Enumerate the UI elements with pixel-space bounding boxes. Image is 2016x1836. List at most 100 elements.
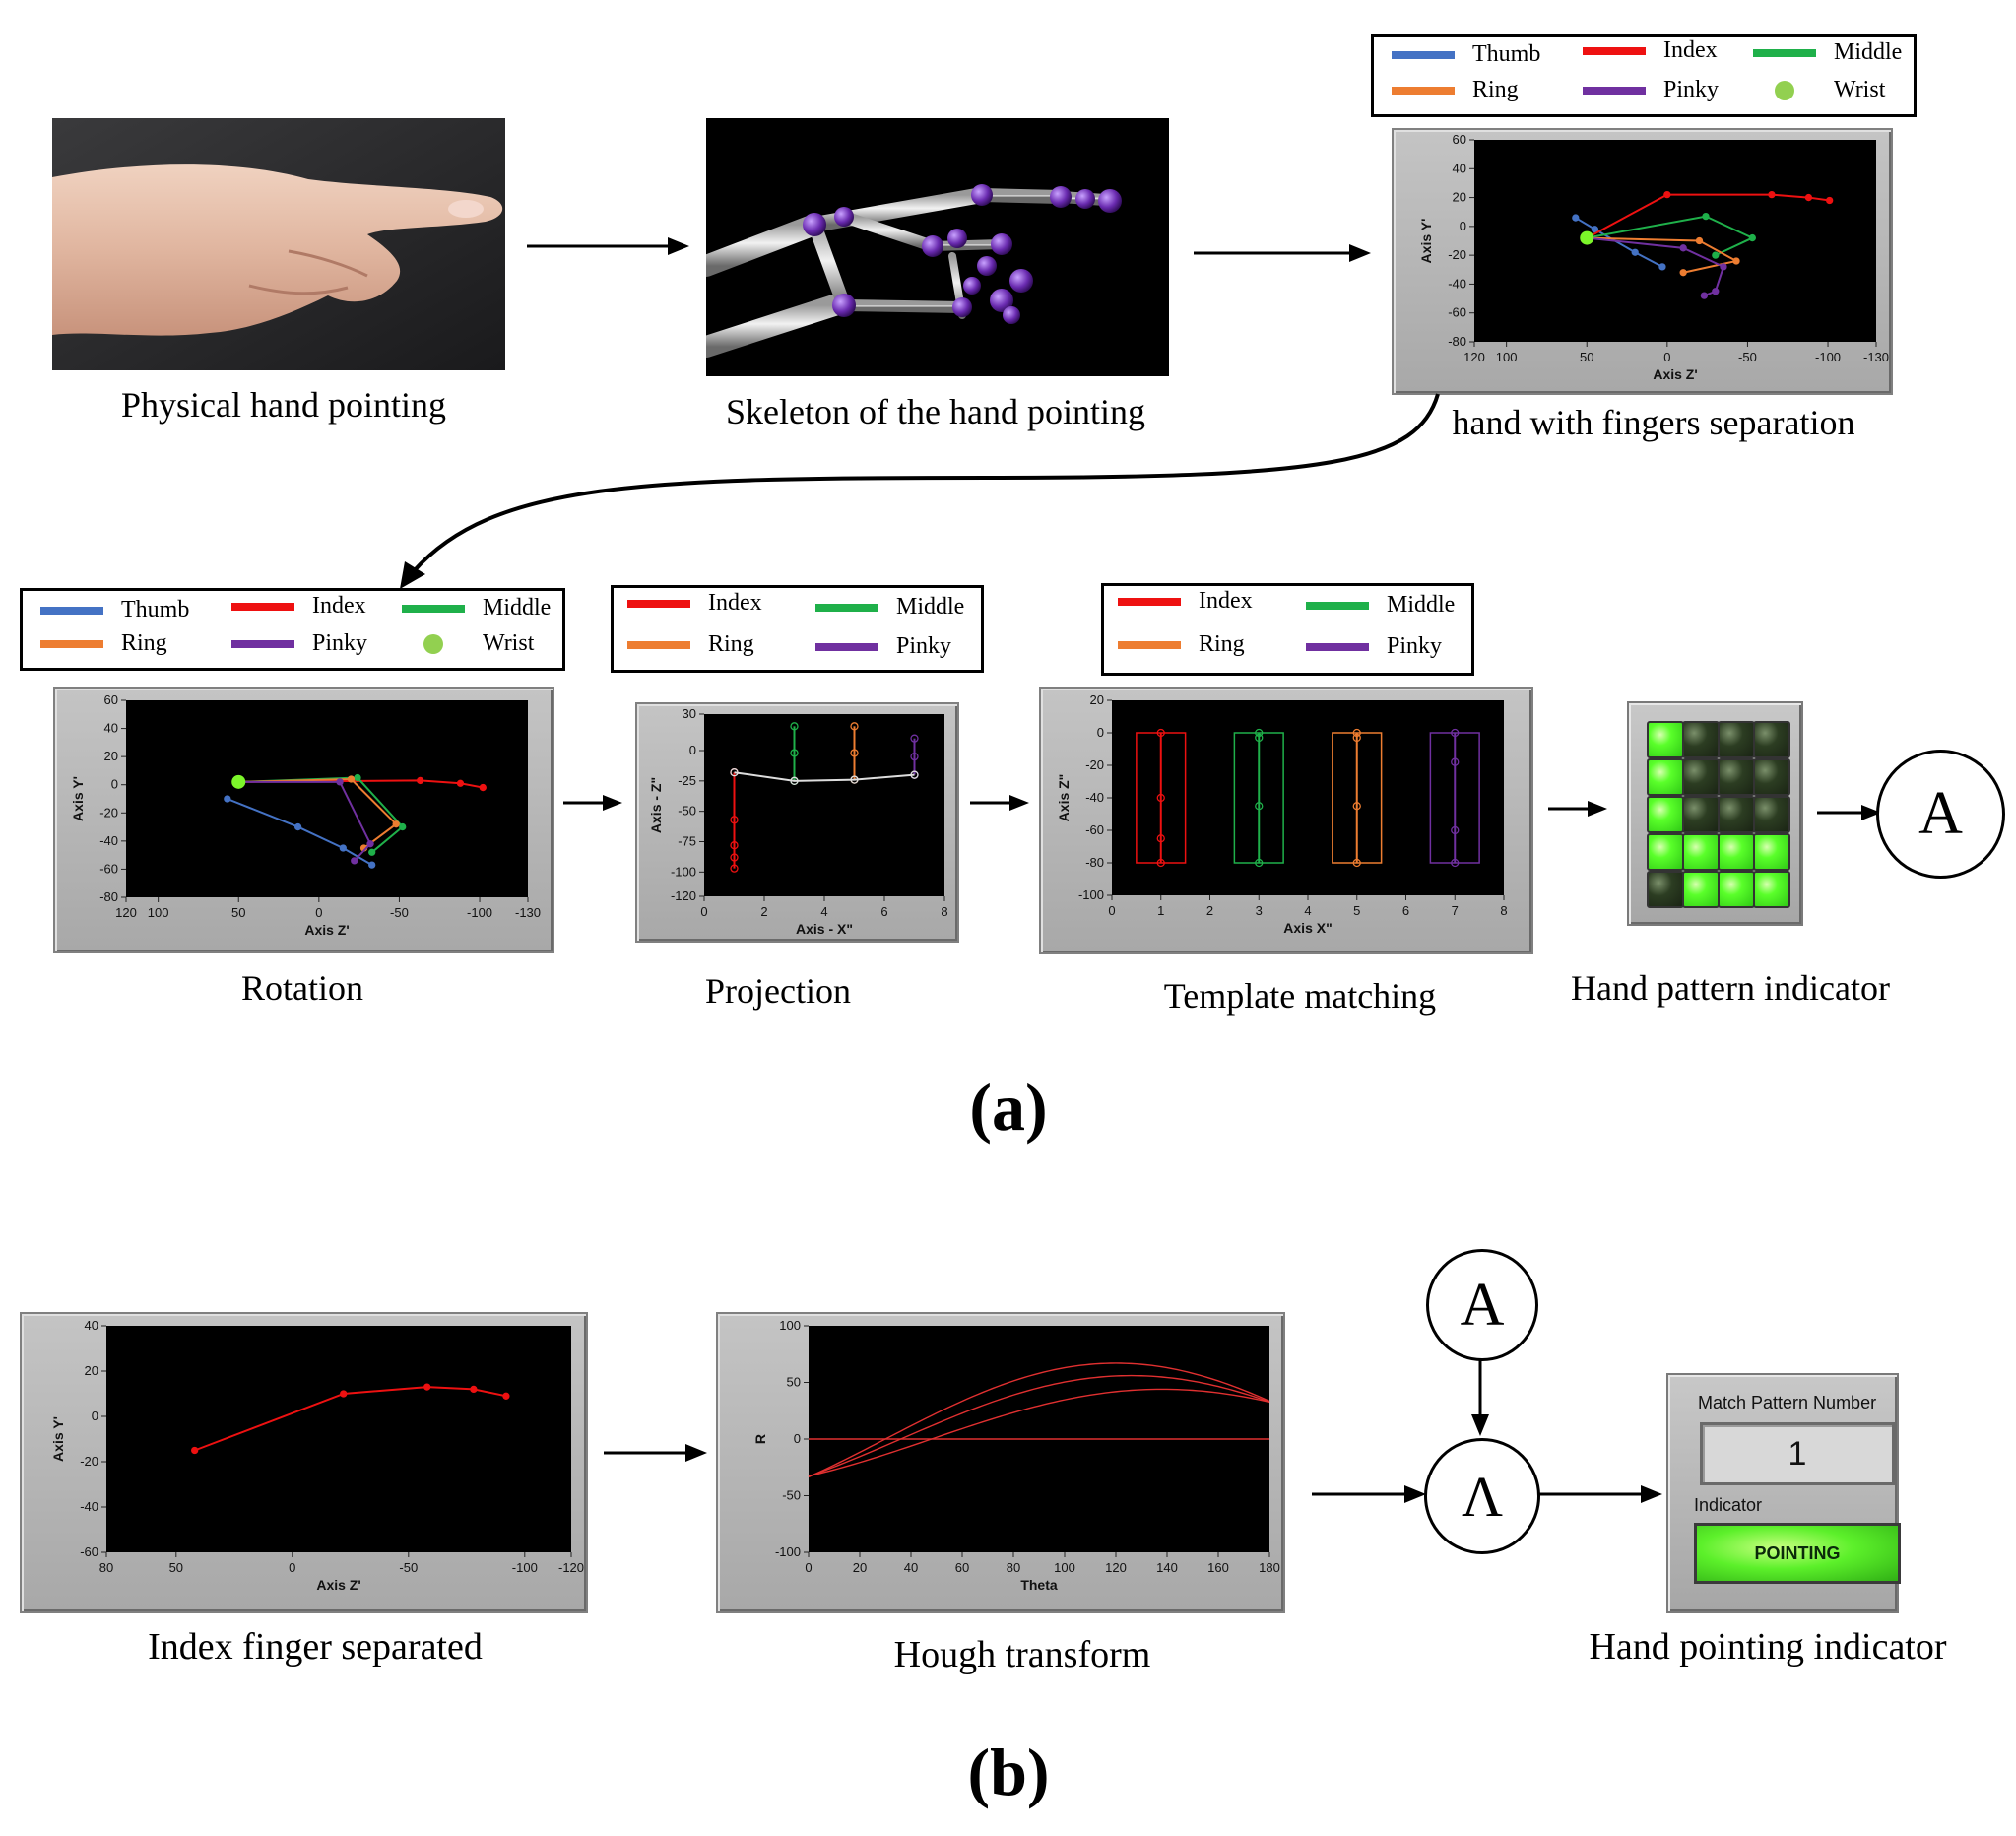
legend-label: Index xyxy=(312,593,366,619)
data-point xyxy=(479,783,487,792)
y-tick-label: -50 xyxy=(782,1488,801,1503)
x-tick-label: 100 xyxy=(148,905,169,920)
caption-separation: hand with fingers separation xyxy=(1452,403,1855,442)
pattern-led xyxy=(1647,721,1684,758)
legend-swatch xyxy=(40,639,103,648)
legend-item-index: Index xyxy=(1583,37,1718,64)
x-tick-label: 8 xyxy=(1500,903,1507,918)
legend-swatch xyxy=(815,642,878,651)
data-point xyxy=(347,775,356,783)
x-tick-label: -100 xyxy=(467,905,492,920)
caption-skeleton: Skeleton of the hand pointing xyxy=(726,392,1145,431)
x-axis-label: Axis Z' xyxy=(304,922,349,938)
x-tick-label: -130 xyxy=(1863,350,1889,364)
data-point xyxy=(1826,196,1834,205)
x-tick-label: 0 xyxy=(700,904,707,919)
pattern-led xyxy=(1682,796,1720,833)
x-tick-label: 80 xyxy=(99,1560,113,1575)
y-axis-label: Axis Y' xyxy=(50,1416,66,1462)
x-tick-label: 3 xyxy=(1256,903,1263,918)
legend-swatch xyxy=(1583,86,1646,95)
y-tick-label: 20 xyxy=(104,749,118,763)
x-tick-label: 0 xyxy=(805,1560,812,1575)
y-tick-label: -60 xyxy=(1085,822,1104,837)
y-tick-label: -40 xyxy=(1448,276,1466,291)
data-point xyxy=(339,844,347,852)
x-tick-label: 6 xyxy=(880,904,887,919)
legend-swatch xyxy=(1753,48,1816,57)
y-tick-label: 20 xyxy=(85,1363,98,1378)
legend-label: Middle xyxy=(896,594,965,620)
pattern-led xyxy=(1753,758,1790,796)
legend-label: Middle xyxy=(483,595,552,621)
plot-area xyxy=(704,714,944,896)
data-point xyxy=(730,864,739,873)
x-tick-label: 140 xyxy=(1156,1560,1178,1575)
legend-item-wrist: Wrist xyxy=(402,630,534,657)
sublabel-b: (b) xyxy=(967,1735,1050,1809)
x-tick-label: 0 xyxy=(289,1560,295,1575)
y-tick-label: -100 xyxy=(671,864,696,879)
y-tick-label: 40 xyxy=(104,721,118,736)
x-tick-label: 1 xyxy=(1157,903,1164,918)
y-tick-label: -50 xyxy=(678,804,696,819)
y-tick-label: -120 xyxy=(671,888,696,903)
legend-label: Ring xyxy=(1199,631,1245,657)
legend-item-ring: Ring xyxy=(40,630,167,657)
data-point xyxy=(1156,834,1165,843)
legend-swatch xyxy=(627,640,690,649)
legend-swatch xyxy=(1583,46,1646,55)
plot-area xyxy=(126,700,528,897)
y-tick-label: 0 xyxy=(1460,219,1466,233)
x-tick-label: 6 xyxy=(1402,903,1409,918)
data-point xyxy=(730,853,739,862)
x-axis-label: Axis Z' xyxy=(1653,366,1697,382)
x-tick-label: 120 xyxy=(115,905,137,920)
plot-area xyxy=(106,1326,571,1552)
legend-label: Index xyxy=(1663,37,1718,63)
pattern-led xyxy=(1753,796,1790,833)
y-tick-label: -80 xyxy=(99,889,118,904)
data-point xyxy=(368,861,376,869)
data-point xyxy=(1156,793,1165,803)
data-point xyxy=(366,840,374,848)
y-axis-label: Axis Y' xyxy=(70,776,86,821)
y-tick-label: 30 xyxy=(683,706,696,721)
y-tick-label: -60 xyxy=(1448,305,1466,320)
legend-label: Thumb xyxy=(121,597,190,623)
pattern-led xyxy=(1647,871,1684,908)
legend-swatch xyxy=(1118,597,1181,606)
data-point xyxy=(1451,858,1460,868)
caption-physical: Physical hand pointing xyxy=(121,385,446,425)
pattern-led xyxy=(1718,871,1755,908)
y-tick-label: 40 xyxy=(1453,161,1466,175)
data-point xyxy=(790,749,799,757)
legend-swatch xyxy=(40,606,103,615)
node-a-output: A xyxy=(1876,750,2005,879)
data-point xyxy=(1451,757,1460,766)
y-tick-label: -75 xyxy=(678,834,696,849)
data-point xyxy=(1255,728,1264,738)
y-tick-label: -60 xyxy=(80,1544,98,1559)
y-tick-label: -40 xyxy=(1085,790,1104,805)
x-tick-label: -100 xyxy=(1815,350,1841,364)
y-tick-label: 0 xyxy=(689,743,696,757)
y-tick-label: 20 xyxy=(1453,190,1466,205)
data-point xyxy=(336,778,344,786)
x-axis-label: Axis - X" xyxy=(796,921,853,937)
arrow-a-to-and xyxy=(1471,1359,1489,1436)
hand-skeleton-render xyxy=(706,118,1169,376)
legend-item-index: Index xyxy=(627,590,762,617)
pattern-led xyxy=(1718,796,1755,833)
data-point xyxy=(1156,728,1165,738)
legend-projection: Index Middle Ring Pinky xyxy=(611,585,984,673)
series-line-middle xyxy=(1587,215,1755,257)
data-point xyxy=(1748,233,1756,242)
x-tick-label: -100 xyxy=(512,1560,538,1575)
y-axis-label: R xyxy=(752,1434,768,1444)
